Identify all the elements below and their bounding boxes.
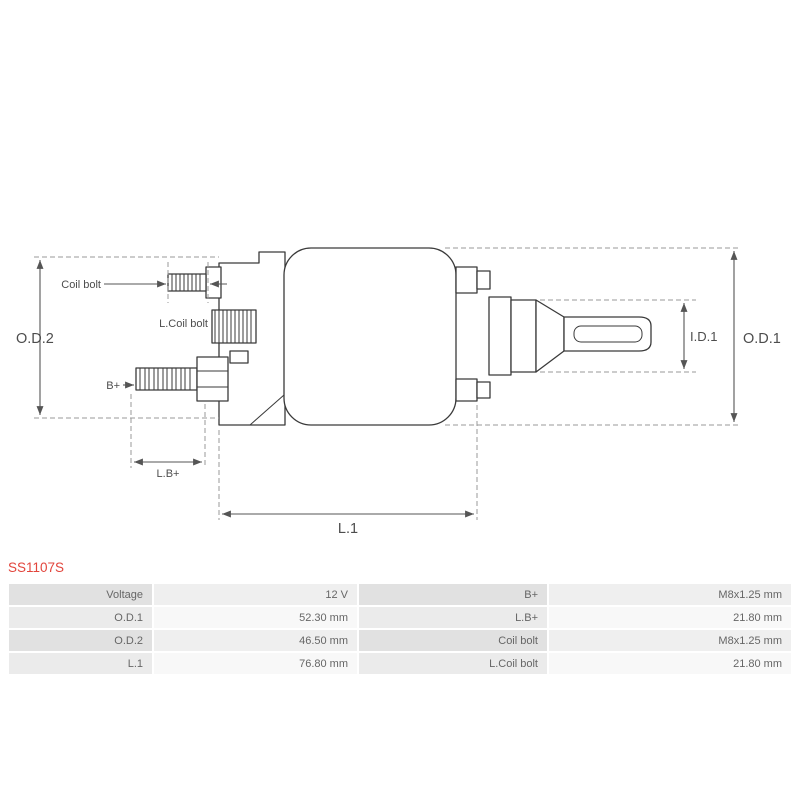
spec-label: Coil bolt xyxy=(359,630,547,651)
dimension-l1: L.1 xyxy=(218,405,478,537)
spec-value: 46.50 mm xyxy=(154,630,357,651)
coil-bolt-thread-hatching xyxy=(171,274,201,291)
spec-label: L.Coil bolt xyxy=(359,653,547,674)
callout-lcoil-bolt: L.Coil bolt xyxy=(159,318,208,330)
lbplus-label: L.B+ xyxy=(157,468,180,480)
spec-value: 76.80 mm xyxy=(154,653,357,674)
table-row: Voltage 12 V B+ M8x1.25 mm xyxy=(9,584,791,605)
bplus-label: B+ xyxy=(106,380,120,392)
spec-table: Voltage 12 V B+ M8x1.25 mm O.D.1 52.30 m… xyxy=(7,582,793,676)
solenoid-plunger-assembly xyxy=(455,266,652,402)
solenoid-front-bracket xyxy=(135,251,286,426)
table-row: L.1 76.80 mm L.Coil bolt 21.80 mm xyxy=(9,653,791,674)
bplus-thread-hatching xyxy=(139,368,191,390)
plunger-shaft xyxy=(563,316,652,352)
od2-label: O.D.2 xyxy=(16,331,54,347)
lcoil-bolt-label: L.Coil bolt xyxy=(159,318,208,330)
spec-value: 21.80 mm xyxy=(549,607,791,628)
spec-label: Voltage xyxy=(9,584,152,605)
table-row: O.D.2 46.50 mm Coil bolt M8x1.25 mm xyxy=(9,630,791,651)
table-row: O.D.1 52.30 mm L.B+ 21.80 mm xyxy=(9,607,791,628)
dimension-od1: O.D.1 xyxy=(445,247,781,426)
callout-coil-bolt: Coil bolt xyxy=(61,262,227,303)
spec-label: L.1 xyxy=(9,653,152,674)
bplus-hex-nut xyxy=(196,356,229,402)
spec-label: O.D.1 xyxy=(9,607,152,628)
dimension-od2: O.D.2 xyxy=(16,256,219,419)
spec-label: O.D.2 xyxy=(9,630,152,651)
callout-bplus: B+ xyxy=(106,380,134,392)
spec-label: B+ xyxy=(359,584,547,605)
spec-label: L.B+ xyxy=(359,607,547,628)
product-code: SS1107S xyxy=(8,560,65,575)
dimension-id1: I.D.1 xyxy=(540,299,717,373)
plunger-slot xyxy=(573,325,643,343)
dimension-lbplus: L.B+ xyxy=(130,394,206,480)
spec-value: M8x1.25 mm xyxy=(549,630,791,651)
spec-value: M8x1.25 mm xyxy=(549,584,791,605)
l1-label: L.1 xyxy=(338,521,358,537)
id1-label: I.D.1 xyxy=(690,329,717,344)
spec-value: 21.80 mm xyxy=(549,653,791,674)
od1-label: O.D.1 xyxy=(743,331,781,347)
solenoid-technical-drawing: O.D.2 O.D.1 I.D.1 L.1 L.B+ xyxy=(16,247,781,537)
solenoid-body xyxy=(283,247,457,426)
spec-value: 52.30 mm xyxy=(154,607,357,628)
lcoil-thread-hatching xyxy=(214,310,252,343)
spec-value: 12 V xyxy=(154,584,357,605)
coil-bolt-label: Coil bolt xyxy=(61,279,101,291)
